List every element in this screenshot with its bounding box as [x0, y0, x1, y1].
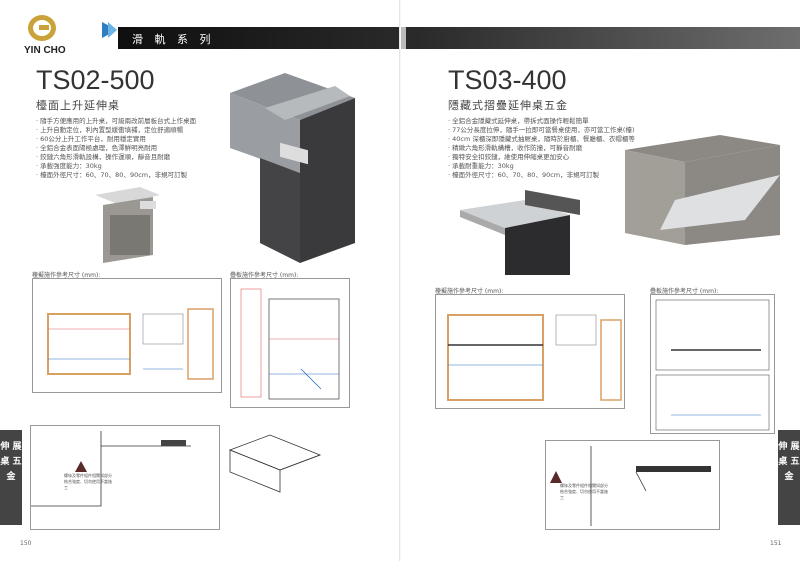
feature-item: · 40cm 深櫃深即隱藏式抽屜桌，隨時於廚櫃、餐廳櫃、衣帽櫃等 [448, 135, 635, 143]
feature-item: · 檯面外徑尺寸：60、70、80、90cm，非規可訂製 [36, 171, 188, 179]
left-side-tab: 伸 展 桌 五 金 [0, 430, 22, 525]
left-subtitle: 檯面上升延伸桌 [36, 99, 120, 112]
feature-item: · 上升自動定位，利內置型緩衝填補，定位舒適順暢 [36, 126, 184, 134]
ts03-wood-cabinet-image [625, 135, 780, 245]
feature-item: · 精緻六角形滑軌構槽，收作防撞，可靜音耐磨 [448, 144, 583, 152]
header-title: 滑 軌 系 列 [132, 33, 215, 46]
left-page-number: 150 [20, 540, 32, 547]
ts02-cabinet-product-image [230, 73, 355, 263]
feature-item: · 承載強度能力：30kg [36, 162, 102, 170]
ts02-small-cabinet-image [95, 187, 160, 263]
right-dim1-title: 檯擬施作參考尺寸 (mm): [435, 288, 504, 295]
feature-item: · 檯面外徑尺寸：60、70、80、90cm，非規可訂製 [448, 171, 600, 179]
left-feature-list: · 隨手方便應用的上升桌，可級兩改前層板台式上作桌面 · 上升自動定位，利內置型… [36, 117, 196, 180]
feature-item: · 鉸鏈六角形滑軌設構，操作運順，靜音且耐磨 [36, 153, 171, 161]
feature-item: · 獨特安全扣鉸鏈，維使用伸縮桌更加安心 [448, 153, 570, 161]
header-band [118, 27, 800, 49]
left-model-title: TS02-500 [36, 65, 155, 95]
right-subtitle: 隱藏式摺疊延伸桌五金 [448, 99, 568, 112]
feature-item: · 60公分上升工作平台，耐用穩定實用 [36, 135, 146, 143]
ts03-dimension-diagram-1 [435, 294, 625, 409]
right-page-number: 151 [770, 540, 782, 547]
ts03-dark-cabinet-image [460, 190, 580, 275]
feature-item: · 全鋁合金隱藏式延伸桌，帶拆式面操作輕鬆簡單 [448, 117, 589, 125]
right-dim2-title: 疊板施作參考尺寸 (mm): [650, 288, 719, 295]
brand-name: YIN CHO [24, 45, 66, 56]
feature-item: · 77公分長度拉伸，隨手一拉即可當餐桌使用，亦可當工作桌(檯) [448, 126, 635, 134]
left-dim1-title: 檯擬施作參考尺寸 (mm): [32, 272, 101, 279]
feature-item: · 隨手方便應用的上升桌，可級兩改前層板台式上作桌面 [36, 117, 197, 125]
left-dim2-title: 疊板施作參考尺寸 (mm): [230, 272, 299, 279]
brand-logo [28, 15, 117, 41]
right-side-tab: 伸 展 桌 五 金 [778, 430, 800, 525]
ts02-sketch-drawing [228, 434, 322, 493]
header-divider [400, 27, 406, 49]
page-spine [399, 0, 401, 561]
ts02-install-diagram [30, 425, 220, 530]
ts02-dimension-diagram-1 [32, 278, 222, 393]
ts03-install-diagram [545, 440, 720, 530]
right-model-title: TS03-400 [448, 65, 567, 95]
warning-note-left: 螺絲及零件組件相關如部分結合強度、切勿使用不當施工 [64, 473, 112, 490]
feature-item: · 全鋁合金表面陽極處理，色澤鮮明亮耐用 [36, 144, 158, 152]
ts02-dimension-diagram-2 [230, 278, 350, 408]
feature-item: · 承載耐重能力：30kg [448, 162, 514, 170]
ts03-dimension-diagram-2 [650, 294, 775, 434]
warning-note-right: 螺絲及零件組件相關如部分結合強度、切勿使用不當施工 [560, 483, 608, 500]
right-feature-list: · 全鋁合金隱藏式延伸桌，帶拆式面操作輕鬆簡單 · 77公分長度拉伸，隨手一拉即… [448, 117, 635, 180]
